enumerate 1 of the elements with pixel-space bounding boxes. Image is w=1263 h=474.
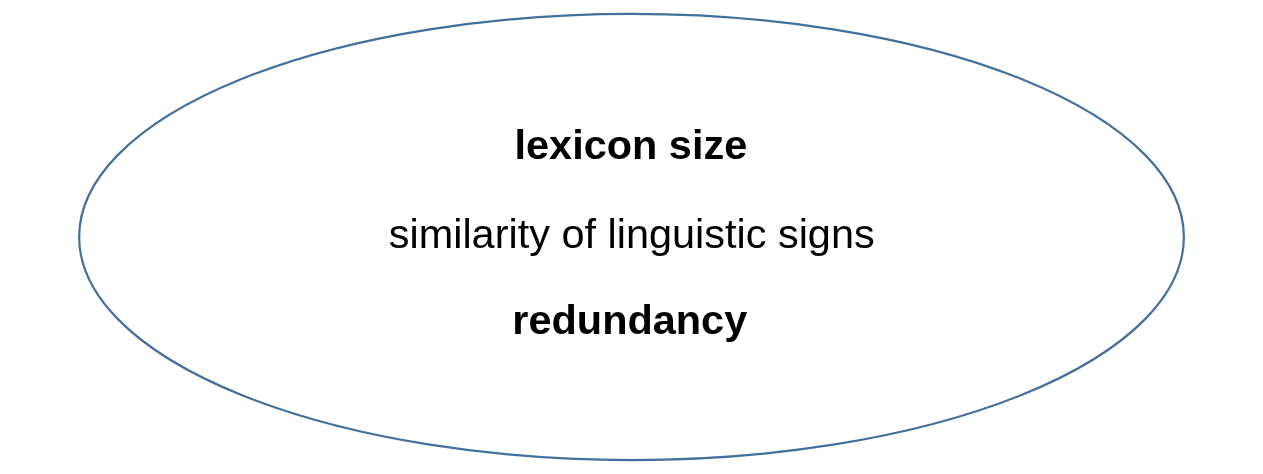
node-ellipse: lexicon size similarity of linguistic signs redundancy <box>78 12 1185 462</box>
